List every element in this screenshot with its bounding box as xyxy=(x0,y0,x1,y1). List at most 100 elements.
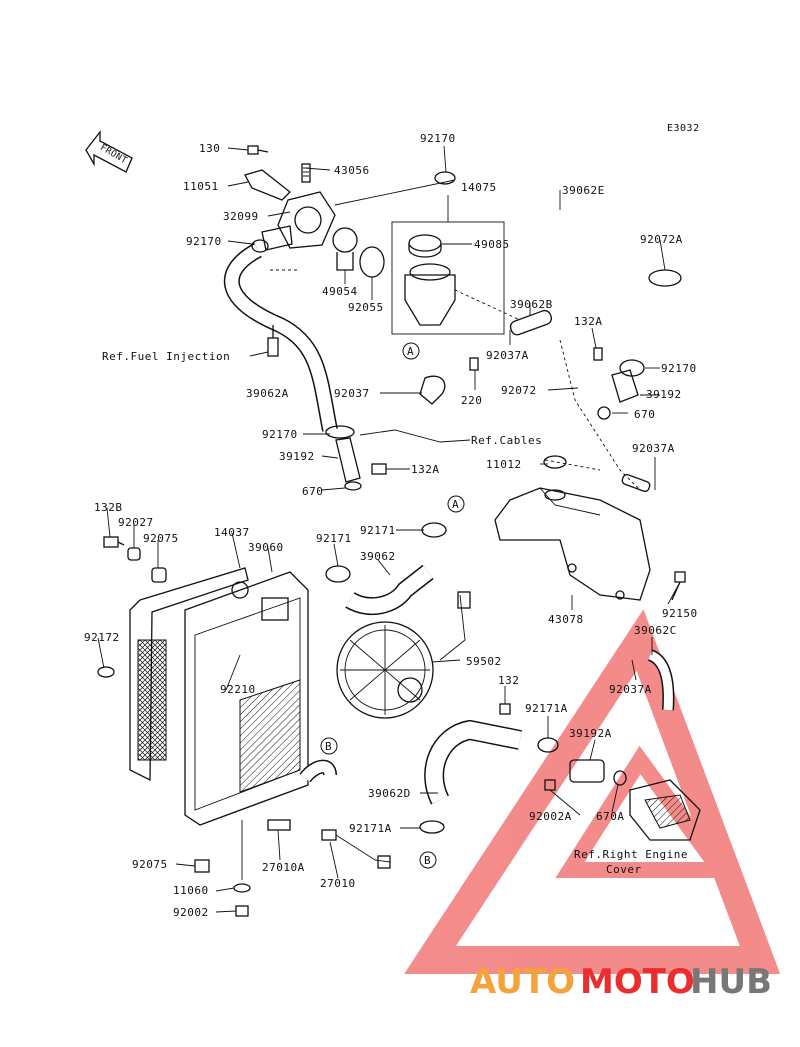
label-92002A: 92002A xyxy=(529,810,572,823)
pipe-39192A xyxy=(569,759,627,786)
label-39062C: 39062C xyxy=(634,624,677,637)
o-ring-92055 xyxy=(359,246,385,278)
clamp-92171-b xyxy=(421,522,447,538)
bracket-11051 xyxy=(244,169,291,201)
label-92002: 92002 xyxy=(173,906,209,919)
label-32099: 32099 xyxy=(223,210,259,223)
label-14075: 14075 xyxy=(461,181,497,194)
label-92037: 92037 xyxy=(334,387,370,400)
fuel-injection-ref xyxy=(267,325,279,357)
callout-A-top: A xyxy=(402,342,420,360)
watermark-triangle xyxy=(404,609,781,974)
clamp-92171A-b xyxy=(419,820,445,834)
callout-A-right-text: A xyxy=(452,498,459,511)
label-ref-cables: Ref.Cables xyxy=(471,434,542,447)
clamp-92170-top xyxy=(434,171,456,185)
label-92170-right: 92170 xyxy=(661,362,697,375)
label-92037A-c: 92037A xyxy=(609,683,652,696)
front-label: FRONT xyxy=(98,143,129,166)
label-49054: 49054 xyxy=(322,285,358,298)
hose-39062E xyxy=(452,152,661,353)
label-92170-left: 92170 xyxy=(186,235,222,248)
grommet-92027 xyxy=(127,547,141,561)
label-92172: 92172 xyxy=(84,631,120,644)
leader-lines xyxy=(97,145,681,913)
clamp-92072A xyxy=(648,269,682,287)
label-670A: 670A xyxy=(596,810,625,823)
part-labels: E3032 130 11051 32099 92170 43056 92170 … xyxy=(84,123,700,919)
fan-switch-27010 xyxy=(321,829,391,869)
hose-39062B xyxy=(509,309,553,336)
hose-39062A xyxy=(223,242,338,432)
cap-11012 xyxy=(543,455,567,469)
callout-A-right: A xyxy=(447,495,465,513)
diagram-code: E3032 xyxy=(667,123,700,134)
callout-A-top-text: A xyxy=(407,345,414,358)
label-92037A-a: 92037A xyxy=(486,349,529,362)
hose-39062C xyxy=(647,649,675,711)
grommet-92075-top xyxy=(151,567,167,583)
label-11012: 11012 xyxy=(486,458,522,471)
label-43056: 43056 xyxy=(334,164,370,177)
label-49085: 49085 xyxy=(474,238,510,251)
label-39062B: 39062B xyxy=(510,298,553,311)
label-92072: 92072 xyxy=(501,384,537,397)
label-14037: 14037 xyxy=(214,526,250,539)
watermark-logo: AUTO MOTO HUB xyxy=(470,962,772,1002)
label-92075-bottom: 92075 xyxy=(132,858,168,871)
label-ref-fuel-injection: Ref.Fuel Injection xyxy=(102,350,230,363)
elbow-B xyxy=(299,759,337,783)
label-39060: 39060 xyxy=(248,541,284,554)
label-27010: 27010 xyxy=(320,877,356,890)
label-39192-right: 39192 xyxy=(646,388,682,401)
radiator-shroud-14037 xyxy=(129,567,249,782)
label-220: 220 xyxy=(461,394,482,407)
fan-59502 xyxy=(336,591,471,719)
thermostat-49054 xyxy=(332,227,358,271)
watermark-moto: MOTO xyxy=(580,962,695,1002)
label-39062A: 39062A xyxy=(246,387,289,400)
watermark-auto: AUTO xyxy=(470,962,575,1002)
label-92150: 92150 xyxy=(662,607,698,620)
sensor-43056 xyxy=(301,163,311,183)
drain-bolt-92002 xyxy=(235,905,249,917)
label-27010A: 27010A xyxy=(262,861,305,874)
watermark-hub: HUB xyxy=(690,962,772,1002)
hose-tank-top xyxy=(621,473,651,493)
bolt-92150 xyxy=(671,571,686,601)
grommet-92075-bottom xyxy=(194,859,210,873)
label-92170-top: 92170 xyxy=(420,132,456,145)
washer-11060 xyxy=(233,883,251,893)
fitting-39192 xyxy=(593,347,645,420)
label-92171-b: 92171 xyxy=(360,524,396,537)
bolt-132B xyxy=(103,536,125,548)
callout-B-left-text: B xyxy=(325,740,332,753)
label-670-left: 670 xyxy=(302,485,323,498)
label-43078: 43078 xyxy=(548,613,584,626)
bolt-130 xyxy=(247,145,269,155)
thermostat-housing-32099 xyxy=(261,191,336,251)
label-92170-lower: 92170 xyxy=(262,428,298,441)
label-39062: 39062 xyxy=(360,550,396,563)
cap-49085 xyxy=(408,234,442,258)
label-11051: 11051 xyxy=(183,180,219,193)
reserve-tank-43078 xyxy=(494,487,651,601)
sensor-27010A xyxy=(267,819,291,831)
label-92037A-b: 92037A xyxy=(632,442,675,455)
label-92171A-b: 92171A xyxy=(349,822,392,835)
label-ref-right-cover: Cover xyxy=(606,863,642,876)
engine-cover-ref xyxy=(629,779,701,841)
label-39192-left: 39192 xyxy=(279,450,315,463)
callout-B-left: B xyxy=(320,737,338,755)
label-130: 130 xyxy=(199,142,220,155)
label-92055: 92055 xyxy=(348,301,384,314)
grommet-92172 xyxy=(97,666,115,678)
label-670-right: 670 xyxy=(634,408,655,421)
label-132A-mid: 132A xyxy=(411,463,440,476)
label-132A-top: 132A xyxy=(574,315,603,328)
label-92171-a: 92171 xyxy=(316,532,352,545)
cable-guide-92037 xyxy=(359,357,479,443)
label-39062E: 39062E xyxy=(562,184,605,197)
